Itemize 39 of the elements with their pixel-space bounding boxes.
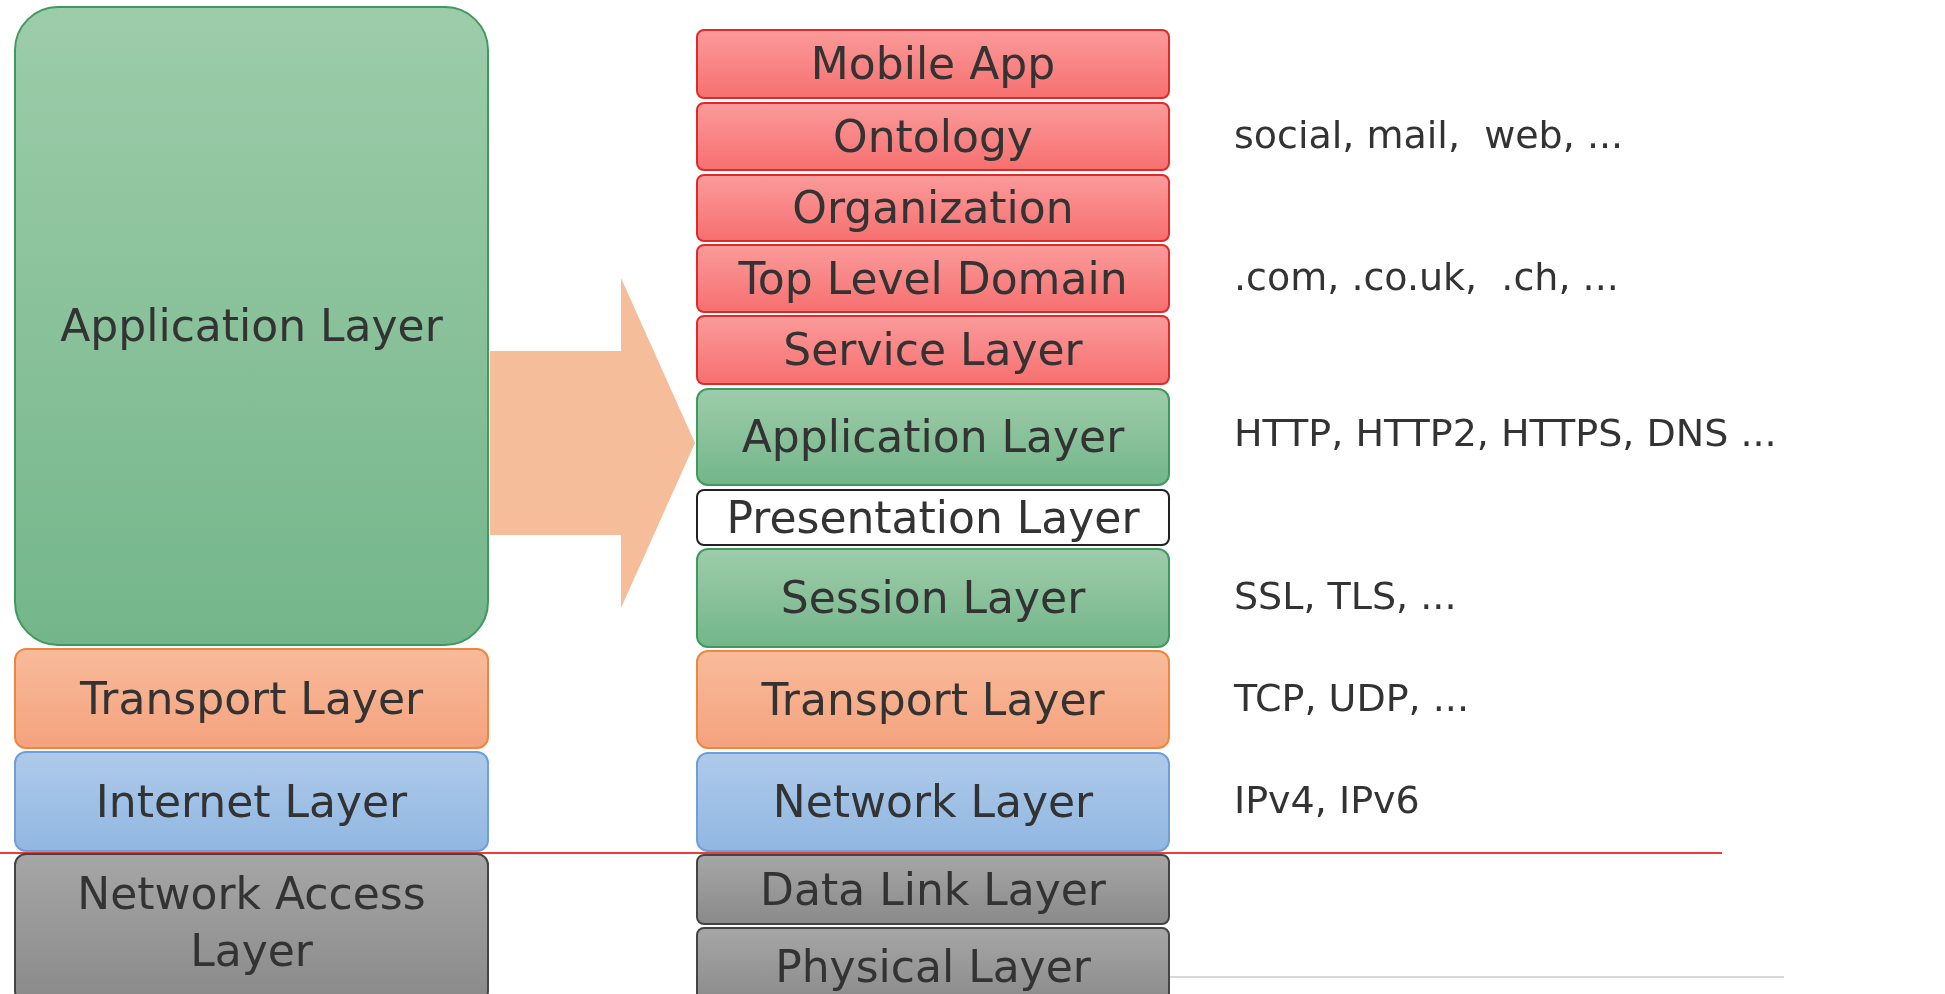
layer-box xyxy=(14,648,489,749)
layer-name: Ontology xyxy=(833,109,1033,164)
layer-box xyxy=(696,927,1170,994)
layer-box xyxy=(696,854,1170,925)
layer-box xyxy=(696,388,1170,486)
layer-name: Session Layer xyxy=(780,571,1086,626)
layer-name: Application Layer xyxy=(741,410,1125,465)
layer-name: Transport Layer xyxy=(79,671,424,726)
layer-name: Organization xyxy=(792,181,1074,236)
layer-box xyxy=(14,6,489,646)
layer-box xyxy=(14,751,489,852)
layer-name: Network Access Layer xyxy=(76,867,427,979)
layer-box xyxy=(696,548,1170,648)
layer-box xyxy=(696,174,1170,242)
layer-name: Service Layer xyxy=(783,323,1083,378)
protocol-examples: IPv4, IPv6 xyxy=(1234,778,1420,822)
layer-name: Internet Layer xyxy=(95,774,408,829)
protocol-examples: social, mail, web, ... xyxy=(1234,112,1624,157)
layer-name: Transport Layer xyxy=(761,672,1105,727)
layer-name: Top Level Domain xyxy=(738,251,1128,306)
protocol-examples: HTTP, HTTP2, HTTPS, DNS ... xyxy=(1234,411,1777,455)
arrow xyxy=(490,278,695,608)
layer-box xyxy=(696,102,1170,171)
protocol-examples: TCP, UDP, ... xyxy=(1234,675,1469,720)
layer-name: Mobile App xyxy=(810,37,1056,92)
layer-box xyxy=(14,853,489,994)
layer-name: Application Layer xyxy=(60,299,443,354)
layer-name: Presentation Layer xyxy=(726,490,1140,545)
layer-name: Network Layer xyxy=(772,775,1094,830)
layer-name: Data Link Layer xyxy=(760,862,1106,917)
layer-box xyxy=(696,489,1170,546)
layer-box xyxy=(696,650,1170,749)
layer-box xyxy=(696,29,1170,99)
layer-name: Physical Layer xyxy=(775,940,1091,994)
protocol-examples: SSL, TLS, ... xyxy=(1234,574,1457,618)
layer-box xyxy=(696,752,1170,852)
layer-box xyxy=(696,244,1170,313)
layer-box xyxy=(696,315,1170,385)
protocol-examples: .com, .co.uk, .ch, ... xyxy=(1234,254,1619,299)
